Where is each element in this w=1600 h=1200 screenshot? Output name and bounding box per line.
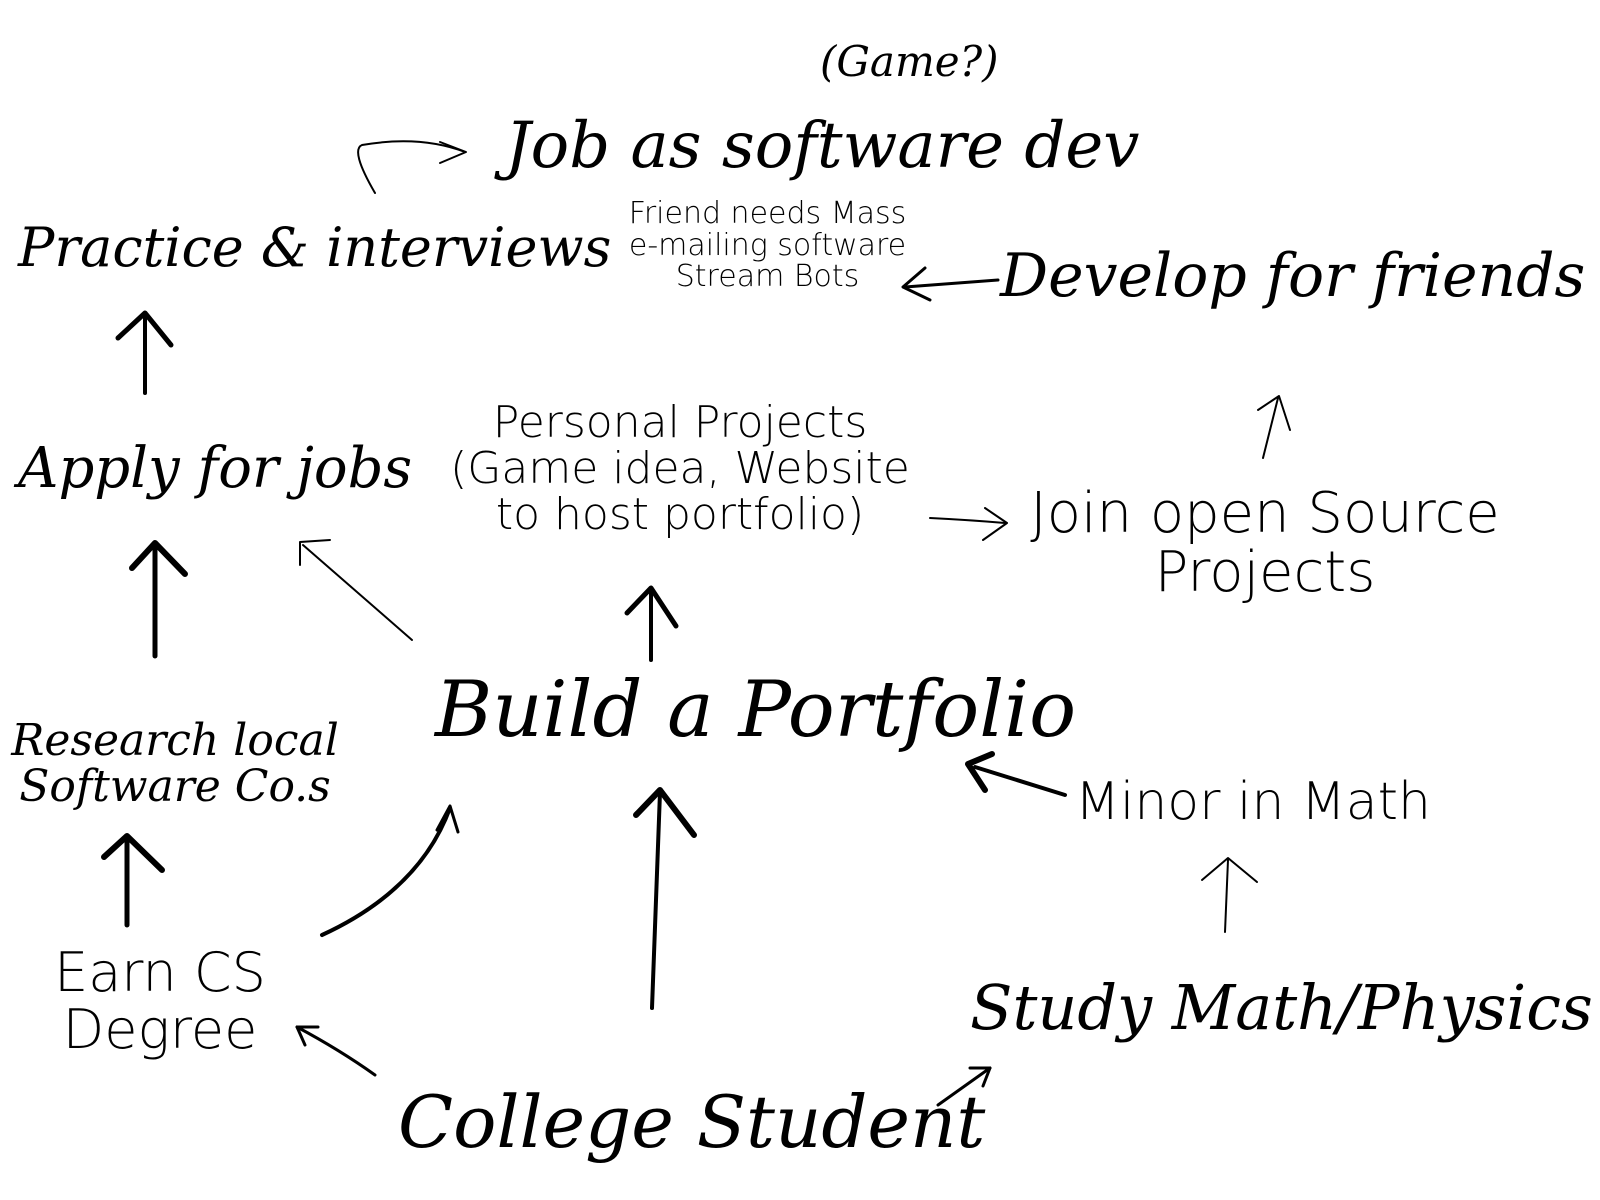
join-open-source-line-2: Projects	[1154, 539, 1376, 605]
college-student-node: College Student	[398, 1080, 986, 1164]
arrow-college-to-portfolio	[650, 790, 662, 1010]
arrow-degree-to-portfolio	[320, 806, 452, 937]
arrowhead-portfolio-to-apply	[299, 539, 331, 566]
research-local-line-1: Research local	[11, 715, 339, 766]
arrowhead-portfolio-to-projects	[624, 585, 679, 629]
arrowhead-degree-to-portfolio	[435, 804, 460, 834]
arrow-portfolio-to-apply	[302, 544, 413, 641]
arrowhead-research-to-apply	[129, 540, 188, 577]
arrow-practice-to-job	[357, 140, 466, 194]
apply-jobs-node: Apply for jobs	[18, 436, 413, 501]
research-local-node: Research local Software Co.s	[10, 715, 340, 813]
earn-cs-degree-line-2: Degree	[62, 997, 258, 1061]
arrow-math-to-minor	[1224, 859, 1229, 933]
personal-projects-line-2: (Game idea, Website	[450, 443, 910, 495]
join-open-source-node: Join open Source Projects	[1030, 481, 1500, 605]
friend-ideas-line-1: Friend needs Mass	[628, 196, 907, 231]
arrowhead-college-to-math	[968, 1066, 992, 1088]
research-local-line-2: Software Co.s	[19, 761, 331, 813]
arrow-projects-to-opensource	[929, 517, 1006, 524]
arrow-college-to-math	[936, 1066, 992, 1107]
arrow-opensource-to-develop	[1262, 397, 1279, 459]
personal-projects-node: Personal Projects (Game idea, Website to…	[445, 397, 915, 541]
game-note: (Game?)	[820, 37, 999, 86]
arrowhead-apply-to-practice	[115, 310, 174, 348]
arrowhead-math-to-minor	[1201, 857, 1258, 883]
study-math-physics-node: Study Math/Physics	[970, 971, 1593, 1044]
build-portfolio-node: Build a Portfolio	[435, 665, 1077, 755]
arrowhead-practice-to-job	[439, 141, 467, 164]
friend-ideas-line-2: e-mailing software	[628, 227, 907, 263]
friend-ideas-line-3: Stream Bots	[675, 259, 860, 294]
arrowhead-projects-to-opensource	[982, 507, 1008, 541]
personal-projects-line-3: to host portfolio)	[495, 489, 865, 541]
develop-for-friends-node: Develop for friends	[1000, 241, 1586, 311]
arrowhead-college-to-portfolio	[633, 787, 697, 838]
personal-projects-line-1: Personal Projects	[492, 397, 868, 448]
job-software-dev-node: Job as software dev	[505, 109, 1140, 183]
arrowhead-college-to-degree	[295, 1025, 320, 1047]
arrowhead-minor-to-portfolio	[965, 751, 995, 793]
arrow-minor-to-portfolio	[973, 765, 1067, 797]
minor-math-node: Minor in Math	[1075, 772, 1432, 832]
practice-interviews-node: Practice & interviews	[18, 216, 612, 279]
arrowhead-develop-to-ideas	[901, 266, 932, 302]
friend-ideas-node: Friend needs Mass e-mailing software Str…	[595, 198, 940, 293]
arrow-develop-to-ideas	[903, 278, 1000, 289]
arrowhead-degree-to-research	[101, 833, 165, 873]
arrow-college-to-degree	[295, 1025, 377, 1077]
earn-cs-degree-node: Earn CS Degree	[25, 941, 295, 1061]
join-open-source-line-1: Join open Source	[1030, 481, 1500, 546]
earn-cs-degree-line-1: Earn CS	[54, 941, 266, 1004]
arrowhead-opensource-to-develop	[1257, 395, 1291, 431]
